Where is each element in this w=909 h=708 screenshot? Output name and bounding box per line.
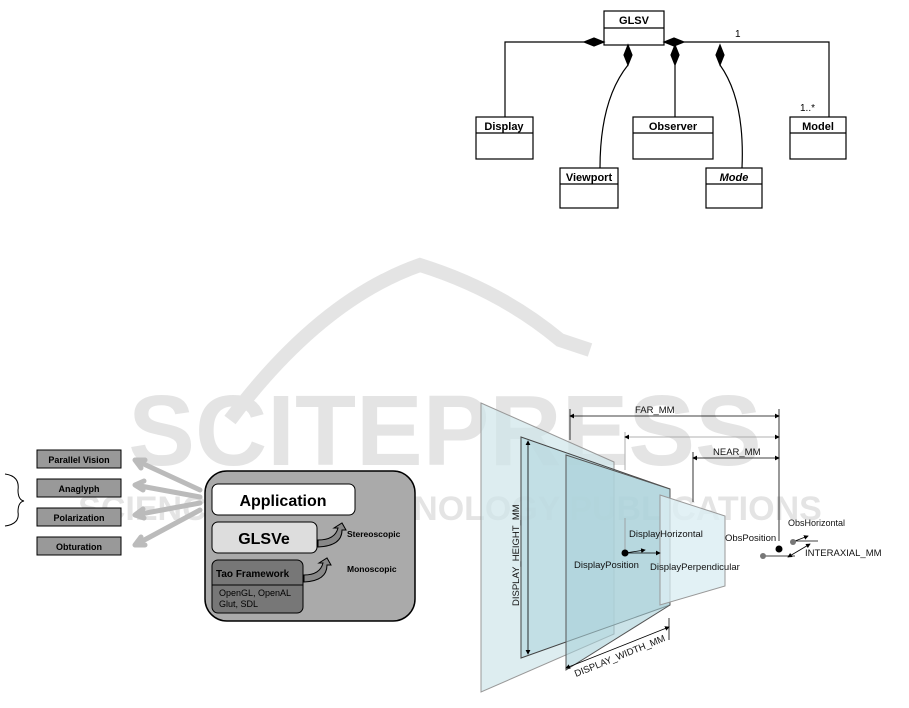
brace-icon [4,473,25,527]
multiplicity-one: 1 [735,29,741,40]
mode-anaglyph: Anaglyph [58,484,99,494]
watermark-main: SCITEPRESS [128,375,762,487]
uml-class-model: Model [802,121,834,133]
uml-class-viewport: Viewport [566,172,613,184]
layer-libs-line2: Glut, SDL [219,599,258,609]
layer-libs-line1: OpenGL, OpenAL [219,588,291,598]
architecture-diagram: Parallel Vision Anaglyph Polarization Ob… [4,449,416,622]
label-obs-horizontal: ObsHorizontal [788,518,845,528]
uml-diagram [475,10,847,209]
label-display-position: DisplayPosition [574,560,639,571]
multiplicity-many: 1..* [800,103,815,114]
label-far-mm: FAR_MM [635,405,675,416]
uml-class-mode: Mode [720,172,749,184]
uml-class-display: Display [484,121,524,133]
label-obs-position: ObsPosition [725,533,776,544]
right-eye-point [790,539,796,545]
arrow-stereoscopic-icon [317,522,347,548]
observer-position-point [775,545,783,553]
label-display-perpendicular: DisplayPerpendicular [650,562,740,573]
layer-application: Application [239,493,326,510]
display-position-point [621,549,629,557]
uml-class-observer: Observer [649,121,698,133]
layer-tao-framework: Tao Framework [216,569,290,580]
layer-glsve: GLSVe [238,531,290,548]
mode-parallel-vision: Parallel Vision [48,455,109,465]
mode-obturation: Obturation [56,542,102,552]
left-eye-point [760,553,766,559]
mode-polarization: Polarization [53,513,104,523]
arrow-monoscopic-icon [303,557,332,583]
label-stereoscopic: Stereoscopic [347,529,401,539]
uml-class-glsv: GLSV [619,15,650,27]
label-display-horizontal: DisplayHorizontal [629,529,703,540]
label-near-mm: NEAR_MM [713,447,761,458]
label-interaxial-mm: INTERAXIAL_MM [805,548,882,559]
watermark: SCITEPRESS SCIENCE AND TECHNOLOGY PUBLIC… [78,257,822,528]
label-monoscopic: Monoscopic [347,564,397,574]
label-display-height-mm: DISPLAY_HEIGHT_MM [511,504,522,606]
